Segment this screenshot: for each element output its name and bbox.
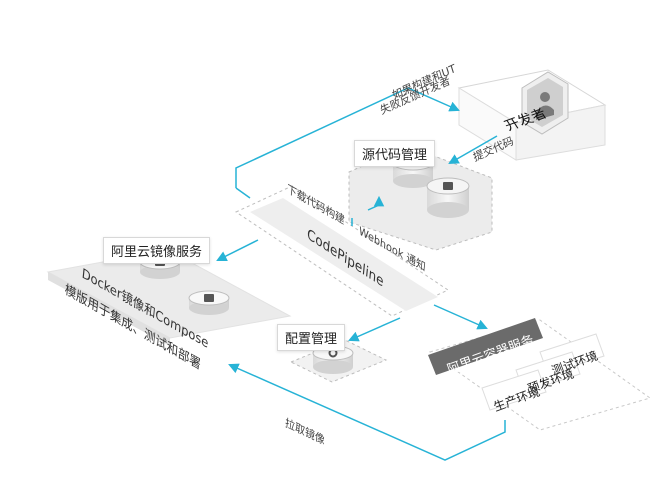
edge-feedback bbox=[235, 87, 460, 188]
edge-download bbox=[367, 195, 385, 211]
pipeline-bar bbox=[250, 198, 438, 311]
edge-pipeline-container bbox=[433, 304, 488, 330]
developer-avatar bbox=[521, 71, 569, 135]
env-card-prod bbox=[481, 369, 547, 411]
config-label: 配置管理 bbox=[277, 324, 346, 351]
user-icon bbox=[540, 92, 550, 102]
flow-edges bbox=[216, 87, 506, 461]
edge-feedback-tail bbox=[235, 187, 251, 199]
repo-cylinder-2 bbox=[426, 177, 470, 218]
source-repo-region bbox=[348, 145, 493, 251]
registry-cylinder-2 bbox=[188, 290, 230, 315]
container-title-bar bbox=[428, 318, 543, 375]
image-icon bbox=[204, 294, 214, 302]
edge-pipeline-config bbox=[348, 317, 401, 342]
edge-pull-image bbox=[228, 363, 506, 461]
source-repo-label: 源代码管理 bbox=[354, 140, 436, 167]
repo-icon bbox=[443, 182, 453, 190]
edge-commit bbox=[448, 135, 498, 165]
edge-pipeline-registry bbox=[216, 239, 259, 261]
registry-label: 阿里云镜像服务 bbox=[103, 237, 211, 264]
pipeline-region bbox=[234, 185, 450, 317]
